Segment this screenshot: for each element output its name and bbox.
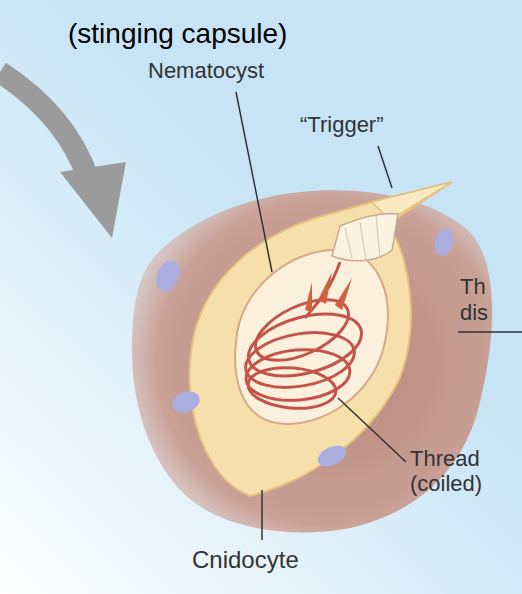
nematocyst-capsule <box>235 250 388 424</box>
pointer-arrowhead <box>60 162 126 238</box>
pointer-arrow <box>0 72 88 178</box>
leader-lines <box>236 92 522 540</box>
part-name: “Trigger” <box>300 112 384 137</box>
part-name: Cnidocyte <box>192 546 299 574</box>
nuclei <box>152 227 455 471</box>
barbs <box>305 272 352 312</box>
cut-text: dis <box>460 300 488 325</box>
operculum <box>332 214 398 261</box>
part-name: Thread (coiled) <box>410 446 505 497</box>
coiled-thread <box>241 262 368 412</box>
subtitle: (stinging capsule) <box>68 18 287 50</box>
part-name: Nematocyst <box>148 58 264 83</box>
cut-text: Th <box>460 274 486 299</box>
